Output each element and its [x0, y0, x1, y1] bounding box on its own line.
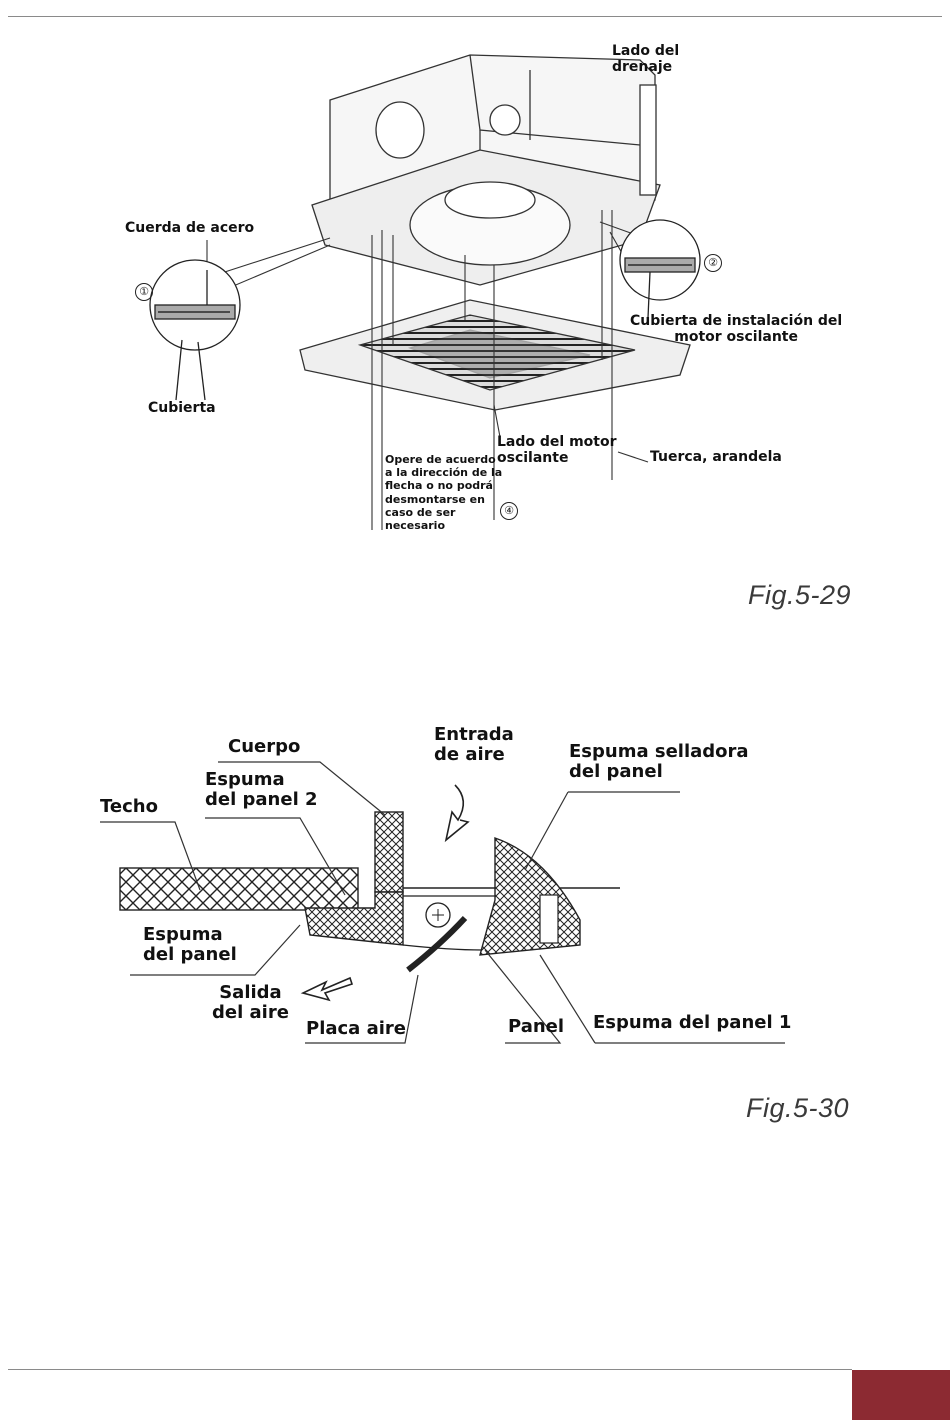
- label-panel-foam-2: Espuma del panel 2: [205, 769, 318, 811]
- label-air-outlet: Salida del aire: [212, 982, 289, 1024]
- label-drain-side: Lado del drenaje: [612, 43, 680, 75]
- figure-caption-5-29: Fig.5-29: [748, 580, 852, 610]
- marker-2: ②: [704, 254, 722, 272]
- bottom-rule: [8, 1369, 852, 1370]
- marker-4: ④: [500, 502, 518, 520]
- label-swing-motor-cover: Cubierta de instalación del motor oscila…: [630, 313, 843, 345]
- label-panel-foam: Espuma del panel: [143, 924, 237, 966]
- marker-1: ①: [135, 283, 153, 301]
- figure-caption-5-30: Fig.5-30: [746, 1093, 850, 1123]
- label-air-plate: Placa aire: [306, 1018, 406, 1039]
- label-steel-rope: Cuerda de acero: [125, 220, 255, 236]
- top-rule: [8, 16, 942, 17]
- label-panel-sealing-foam: Espuma selladora del panel: [569, 741, 749, 783]
- label-swing-motor-side: Lado del motor oscilante: [497, 434, 617, 466]
- label-body: Cuerpo: [228, 736, 301, 757]
- footer-accent-tab: [852, 1370, 950, 1420]
- label-nut-washer: Tuerca, arandela: [650, 449, 782, 465]
- cassette-unit-exploded-drawing: [149, 54, 701, 530]
- panel-cross-section-drawing: [100, 761, 785, 1044]
- label-arrow-note: Opere de acuerdo a la dirección de la fl…: [385, 453, 503, 532]
- label-panel-foam-1: Espuma del panel 1: [593, 1012, 792, 1033]
- label-ceiling: Techo: [100, 796, 158, 817]
- label-panel: Panel: [508, 1016, 565, 1037]
- label-cover: Cubierta: [148, 400, 216, 416]
- label-air-inlet: Entrada de aire: [434, 724, 514, 766]
